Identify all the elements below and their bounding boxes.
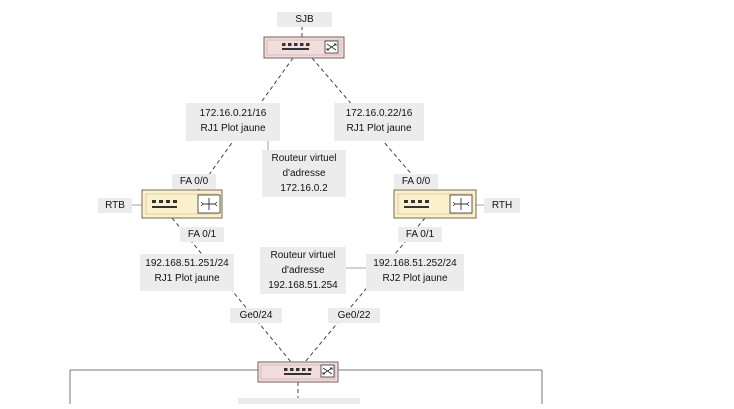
link-rth-bottom-switch: [299, 217, 426, 369]
switch-icon: [320, 364, 335, 378]
fa00-left-label: FA 0/0: [172, 174, 216, 189]
vrouter-bottom-line3: 192.168.51.254: [268, 280, 338, 291]
fa01-left-label: FA 0/1: [180, 227, 224, 242]
sjb-label: SJB: [277, 12, 332, 27]
vrouter-bottom-line1: Routeur virtuel: [270, 250, 336, 261]
rth-label-text: RTH: [491, 200, 513, 211]
ip-label-rth-top: 172.16.0.22/16 RJ1 Plot jaune: [334, 103, 424, 141]
link-rtb-bottom-switch: [171, 217, 297, 369]
rth-label: RTH: [484, 198, 520, 213]
vrouter-top-line2: d'adresse: [282, 168, 326, 179]
bottom-switch: [257, 361, 339, 383]
link-sjb-rtb: [197, 57, 294, 191]
ip-label-rtb-bottom: 192.168.51.251/24 RJ1 Plot jaune: [140, 254, 234, 291]
router-rtb-ports: [152, 200, 177, 208]
router-rth-ports: [404, 200, 429, 208]
router-icon: [197, 194, 221, 214]
router-rtb: [141, 189, 223, 219]
rtb-label: RTB: [98, 198, 132, 213]
sjb-label-text: SJB: [295, 14, 314, 25]
ip-rtb-bottom-line2: RJ1 Plot jaune: [154, 273, 220, 284]
fa01-left-text: FA 0/1: [187, 229, 217, 240]
ge024-text: Ge0/24: [239, 310, 273, 321]
fa01-right-text: FA 0/1: [405, 229, 435, 240]
ge022-label: Ge0/22: [328, 308, 380, 323]
ip-rth-top-line2: RJ1 Plot jaune: [346, 123, 412, 134]
fa00-right-text: FA 0/0: [401, 176, 431, 187]
ge022-text: Ge0/22: [337, 310, 371, 321]
router-rth: [393, 189, 477, 219]
bottom-placeholder-box: [238, 398, 360, 406]
vrouter-label-bottom: Routeur virtuel d'adresse 192.168.51.254: [260, 247, 346, 294]
ge024-label: Ge0/24: [230, 308, 282, 323]
switch-icon: [324, 40, 339, 54]
fa01-right-label: FA 0/1: [398, 227, 442, 242]
ip-label-rtb-top: 172.16.0.21/16 RJ1 Plot jaune: [186, 103, 280, 141]
vrouter-top-line1: Routeur virtuel: [271, 153, 337, 164]
ip-rth-top-line1: 172.16.0.22/16: [345, 108, 413, 119]
vrouter-bottom-line2: d'adresse: [281, 265, 325, 276]
ip-rtb-top-line1: 172.16.0.21/16: [199, 108, 267, 119]
router-icon: [449, 194, 473, 214]
fa00-right-label: FA 0/0: [394, 174, 438, 189]
bottom-switch-ports: [284, 368, 312, 375]
vrouter-top-line3: 172.16.0.2: [280, 183, 328, 194]
rtb-label-text: RTB: [105, 200, 125, 211]
ip-label-rth-bottom: 192.168.51.252/24 RJ2 Plot jaune: [366, 254, 464, 291]
top-switch-ports: [282, 43, 310, 50]
ip-rth-bottom-line2: RJ2 Plot jaune: [382, 273, 448, 284]
vrouter-label-top: Routeur virtuel d'adresse 172.16.0.2: [262, 150, 346, 197]
ip-rtb-bottom-line1: 192.168.51.251/24: [145, 258, 229, 269]
top-switch: [263, 36, 345, 59]
fa00-left-text: FA 0/0: [179, 176, 209, 187]
ip-rth-bottom-line1: 192.168.51.252/24: [373, 258, 457, 269]
ip-rtb-top-line2: RJ1 Plot jaune: [200, 123, 266, 134]
